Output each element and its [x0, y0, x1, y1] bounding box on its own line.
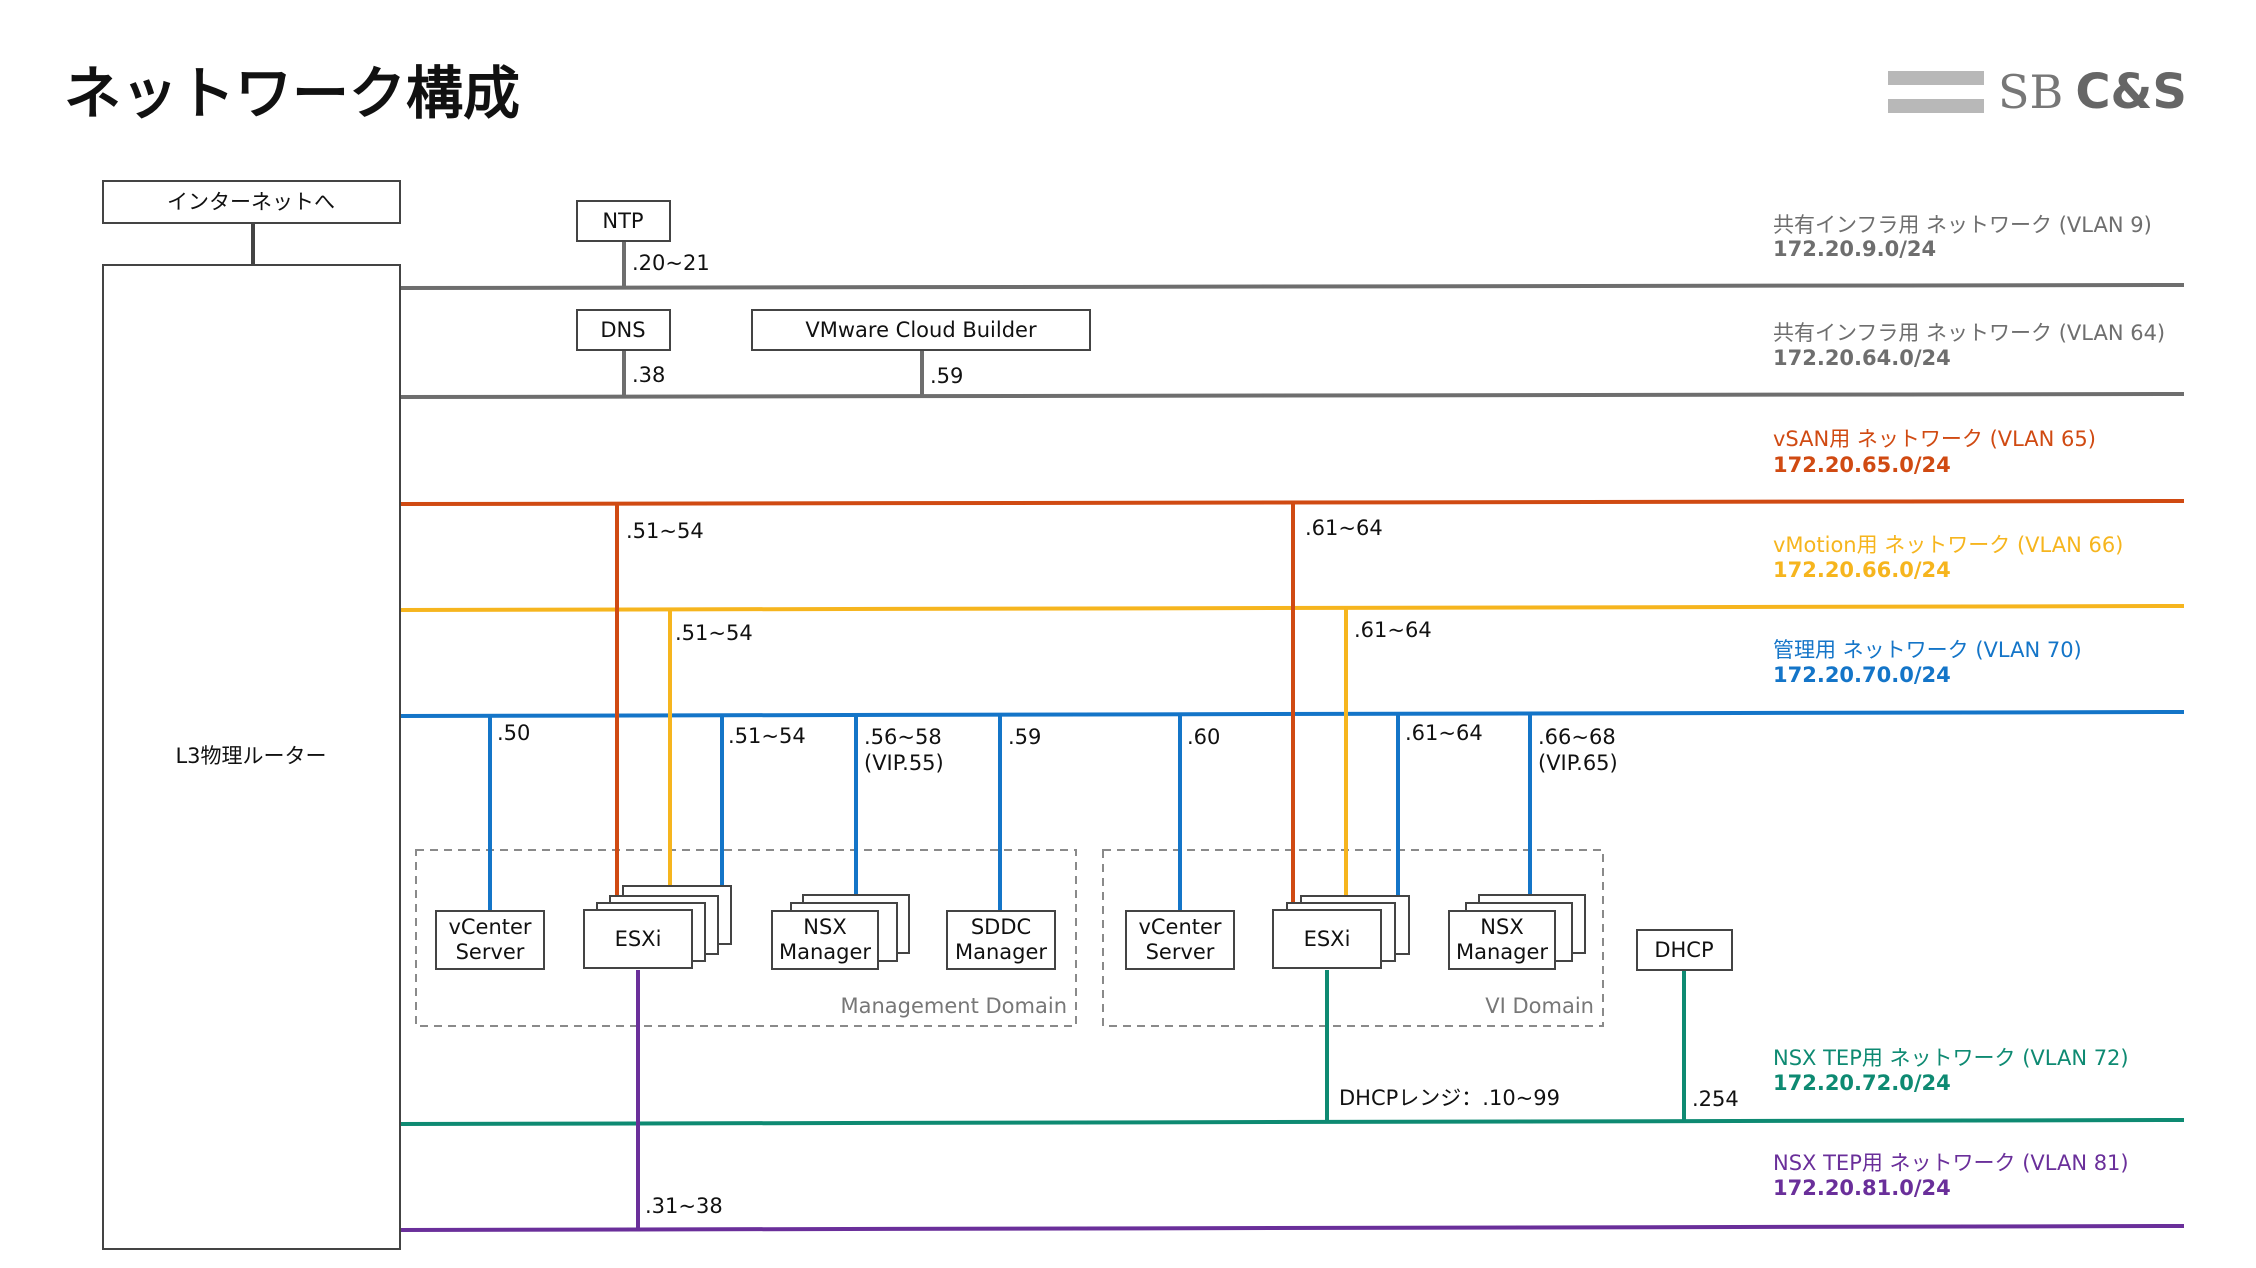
network-name-vlan66: vMotion用 ネットワーク (VLAN 66): [1773, 533, 2123, 557]
ntp-label: NTP: [602, 209, 643, 233]
vi-esxi-box: [1272, 909, 1382, 969]
network-cidr-vlan81: 172.20.81.0/24: [1773, 1176, 1951, 1200]
vi-domain-box: [1102, 849, 1604, 1027]
page-title: ネットワーク構成: [64, 61, 520, 127]
cloud-builder-box: [751, 309, 1091, 351]
ip-label-vi-nsx-vip: (VIP.65): [1538, 751, 1618, 775]
logo-text-sb: SB: [1998, 65, 2064, 119]
mgmt-nsx-label-1: NSX: [803, 915, 846, 939]
cloud-builder-label: VMware Cloud Builder: [805, 318, 1037, 342]
ip-label-mgmt-nsx: .56~58: [864, 725, 942, 749]
vi-nsx-label-2: Manager: [1456, 940, 1548, 964]
network-name-vlan64: 共有インフラ用 ネットワーク (VLAN 64): [1773, 321, 2165, 345]
mgmt-sddc-label-1: SDDC: [971, 915, 1031, 939]
vi-esxi-label: ESXi: [1304, 927, 1351, 951]
logo-text-cs: C&S: [2075, 64, 2187, 120]
mgmt-sddc-label-2: Manager: [955, 940, 1047, 964]
internet-box: [102, 180, 401, 224]
ip-label-ntp: .20~21: [632, 251, 710, 275]
ip-label-vmotion-vi: .61~64: [1354, 618, 1432, 642]
ip-label-vsan-vi: .61~64: [1305, 516, 1383, 540]
network-name-vlan70: 管理用 ネットワーク (VLAN 70): [1773, 638, 2082, 662]
ip-label-tep72-range: DHCPレンジ：.10~99: [1339, 1086, 1560, 1110]
network-cidr-vlan64: 172.20.64.0/24: [1773, 346, 1951, 370]
vi-vcenter-label-2: Server: [1146, 940, 1215, 964]
ip-label-mgmt-esxi: .51~54: [728, 724, 806, 748]
mgmt-nsx-box: [771, 910, 879, 970]
ip-label-vsan-mgmt: .51~54: [626, 519, 704, 543]
dns-label: DNS: [600, 318, 645, 342]
network-line-vlan64: [399, 392, 2185, 399]
ip-label-tep72-dhcp: .254: [1692, 1087, 1739, 1111]
ntp-box: [576, 200, 671, 242]
network-cidr-vlan72: 172.20.72.0/24: [1773, 1071, 1951, 1095]
internet-label: インターネットへ: [167, 190, 335, 214]
company-logo: SB C&S: [1888, 64, 2187, 120]
ip-label-mgmt-vcenter: .50: [497, 721, 530, 745]
ip-label-vi-vcenter: .60: [1187, 725, 1220, 749]
vi-nsx-box: [1448, 910, 1556, 970]
management-domain-box: [415, 849, 1077, 1027]
network-line-vlan72: [399, 1118, 2185, 1126]
network-line-vlan81: [399, 1224, 2185, 1232]
vi-nsx-label-1: NSX: [1480, 915, 1523, 939]
router-box: [102, 264, 401, 1250]
mgmt-esxi-box: [583, 909, 693, 969]
dns-box: [576, 309, 671, 351]
ip-label-dns: .38: [632, 363, 665, 387]
mgmt-esxi-label: ESXi: [615, 927, 662, 951]
management-domain-label: Management Domain: [841, 994, 1068, 1018]
mgmt-vcenter-label-1: vCenter: [448, 915, 531, 939]
network-name-vlan65: vSAN用 ネットワーク (VLAN 65): [1773, 427, 2096, 451]
network-cidr-vlan70: 172.20.70.0/24: [1773, 663, 1951, 687]
dhcp-box: [1636, 929, 1733, 971]
network-line-vlan9: [399, 283, 2185, 290]
ip-label-vi-esxi: .61~64: [1405, 721, 1483, 745]
ip-label-vi-nsx: .66~68: [1538, 725, 1616, 749]
dhcp-label: DHCP: [1654, 938, 1713, 962]
mgmt-vcenter-label-2: Server: [456, 940, 525, 964]
ip-label-mgmt-sddc: .59: [1008, 725, 1041, 749]
network-name-vlan72: NSX TEP用 ネットワーク (VLAN 72): [1773, 1046, 2129, 1070]
router-label: L3物理ルーター: [175, 744, 326, 768]
vi-vcenter-label-1: vCenter: [1138, 915, 1221, 939]
mgmt-sddc-box: [946, 910, 1056, 970]
ip-label-cloud-builder: .59: [930, 364, 963, 388]
ip-label-mgmt-nsx-vip: (VIP.55): [864, 751, 944, 775]
network-cidr-vlan66: 172.20.66.0/24: [1773, 558, 1951, 582]
network-cidr-vlan9: 172.20.9.0/24: [1773, 237, 1936, 261]
network-name-vlan81: NSX TEP用 ネットワーク (VLAN 81): [1773, 1151, 2129, 1175]
mgmt-nsx-label-2: Manager: [779, 940, 871, 964]
ip-label-vmotion-mgmt: .51~54: [675, 621, 753, 645]
network-cidr-vlan65: 172.20.65.0/24: [1773, 453, 1951, 477]
network-name-vlan9: 共有インフラ用 ネットワーク (VLAN 9): [1773, 213, 2152, 237]
mgmt-vcenter-box: [435, 910, 545, 970]
ip-label-tep81: .31~38: [645, 1194, 723, 1218]
vi-vcenter-box: [1125, 910, 1235, 970]
logo-mark-icon: [1888, 71, 1984, 113]
vi-domain-label: VI Domain: [1485, 994, 1594, 1018]
